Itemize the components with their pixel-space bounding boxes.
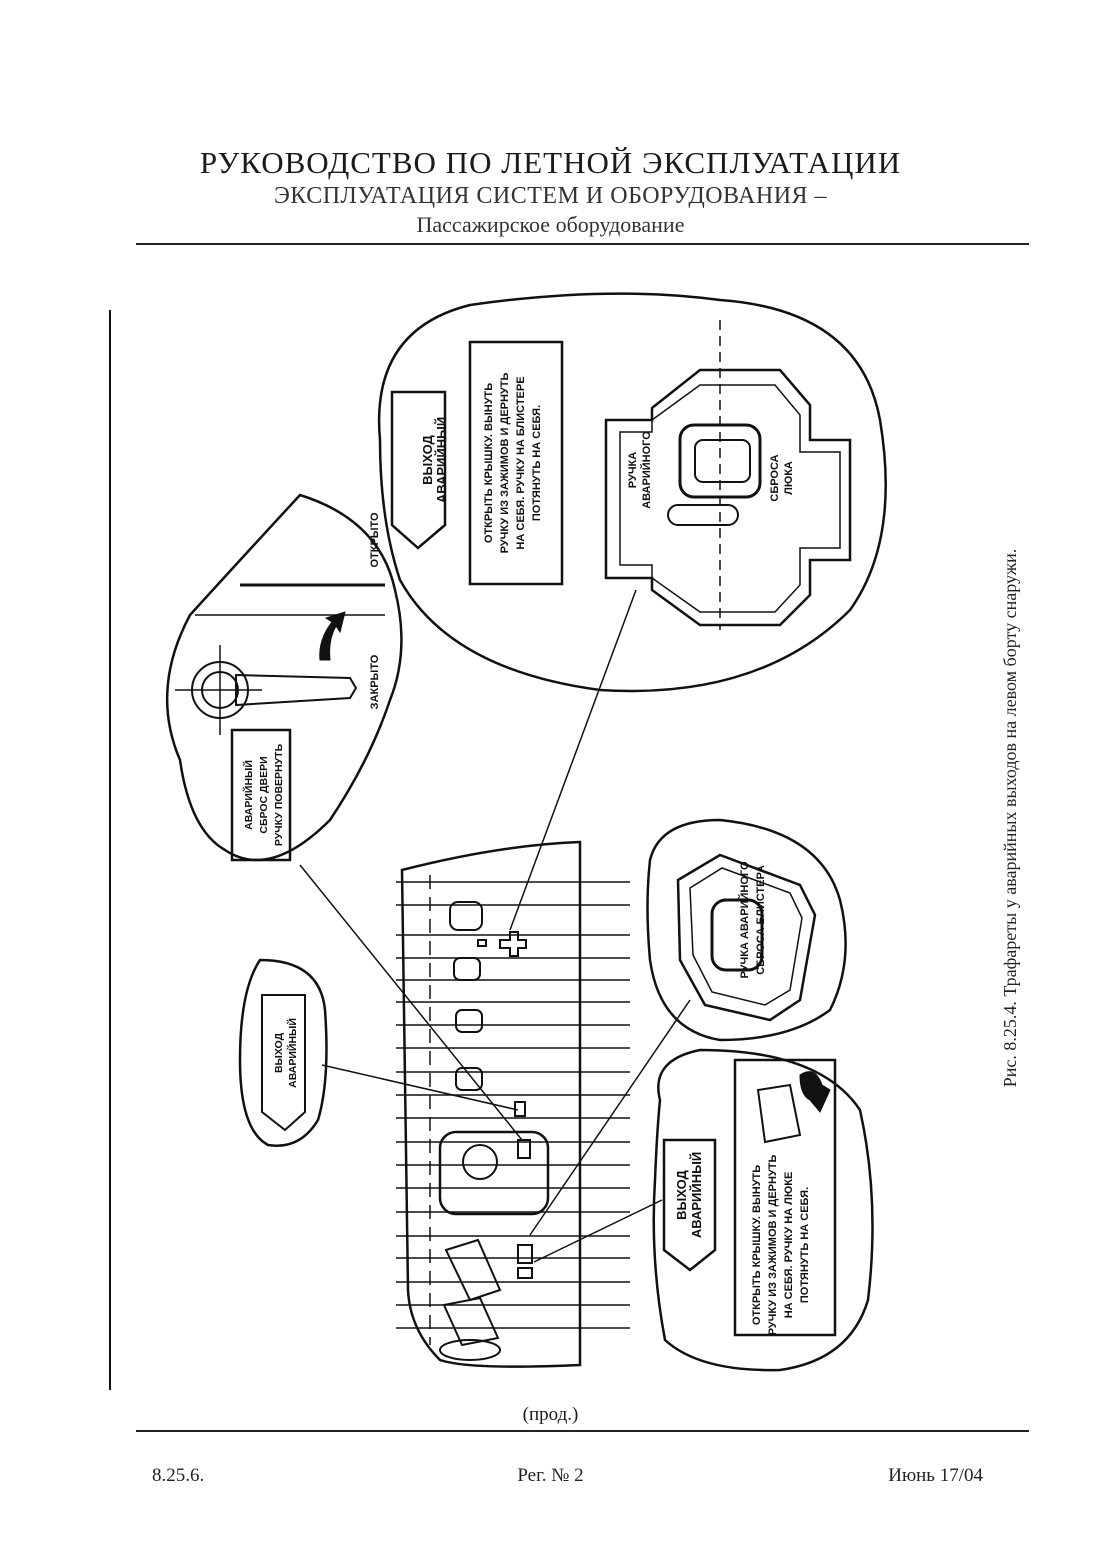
window (455, 1009, 483, 1033)
turn-arrow (319, 611, 346, 661)
door-lever-arm (235, 673, 358, 707)
window (455, 1067, 483, 1091)
window (449, 901, 483, 931)
small-exit-label-1: ВЫХОД (273, 1032, 285, 1073)
exit-label-top-2: АВАРИЙНЫЙ (434, 417, 449, 503)
release-label-1: СБРОСА (769, 454, 781, 501)
blister-handle-inner (689, 867, 803, 1006)
hatch-handle-inner (619, 384, 841, 613)
blister-label-1: РУЧКА АВАРИЙНОГО (738, 861, 751, 979)
cockpit-window (439, 1339, 501, 1361)
footer-revision: Рег. № 2 (517, 1465, 584, 1486)
hatch-handle-bar (667, 504, 739, 526)
exit-label-top-1: ВЫХОД (420, 434, 435, 484)
release-label-2: ЛЮКА (783, 461, 795, 495)
exit-label-bottom-1: ВЫХОД (674, 1169, 689, 1219)
figure-caption: Рис. 8.25.4. Трафареты у аварийных выход… (1000, 549, 1020, 1088)
cockpit-window (442, 1296, 500, 1347)
footer-section-number: 8.25.6. (152, 1465, 205, 1486)
window (453, 957, 481, 981)
marker-door-release (517, 1139, 531, 1159)
hatch-handle-panel (604, 368, 852, 627)
placard-top-outline (377, 292, 887, 693)
door-instruction-line: СБРОС ДВЕРИ (258, 756, 270, 833)
instruction-top-line: ПОТЯНУТЬ НА СЕБЯ. (531, 405, 543, 521)
blister-placard-outline (646, 818, 847, 1042)
emergency-door (438, 1130, 550, 1216)
fuselage-drawing (396, 840, 630, 1368)
blister-handle-grip (710, 898, 764, 972)
door-instruction-box (230, 728, 292, 862)
instruction-bottom-line: РУЧКУ ИЗ ЗАЖИМОВ И ДЕРНУТЬ (767, 1155, 779, 1336)
instruction-bottom-line: ПОТЯНУТЬ НА СЕБЯ. (799, 1187, 811, 1303)
marker-blister (499, 931, 527, 957)
manual-subtitle: ЭКСПЛУАТАЦИЯ СИСТЕМ И ОБОРУДОВАНИЯ – (273, 183, 828, 209)
door-open-label: ОТКРЫТО (369, 512, 381, 568)
instruction-bottom-line: НА СЕБЯ. РУЧКУ НА ЛЮКЕ (783, 1172, 795, 1319)
exit-label-bottom-2: АВАРИЙНЫЙ (689, 1152, 704, 1238)
marker-cockpit (517, 1267, 533, 1279)
blister-label-2: СБРОСА БЛИСТЕРА (755, 865, 767, 975)
marker-hatch (477, 939, 487, 947)
instruction-top-line: РУЧКУ ИЗ ЗАЖИМОВ И ДЕРНУТЬ (499, 373, 511, 554)
fuselage-frames (396, 881, 630, 1329)
pull-hand-icon (799, 1071, 831, 1113)
door-porthole (462, 1144, 498, 1180)
marker-cockpit (517, 1244, 533, 1264)
hatch-cover-drawing (756, 1083, 802, 1144)
small-exit-arrow-sign (261, 994, 306, 1132)
instruction-top-line: ОТКРЫТЬ КРЫШКУ. ВЫНУТЬ (483, 383, 495, 543)
instruction-bottom-line: ОТКРЫТЬ КРЫШКУ. ВЫНУТЬ (751, 1165, 763, 1325)
handle-label-2: АВАРИЙНОГО (640, 431, 653, 509)
hatch-handle-grip-inner (694, 439, 751, 483)
cockpit-window (444, 1238, 502, 1302)
exit-arrow-sign-bottom (662, 1138, 717, 1272)
header-rule (136, 243, 1029, 245)
door-instruction-line: РУЧКУ ПОВЕРНУТЬ (273, 743, 285, 846)
exit-arrow-sign-top (390, 390, 447, 550)
small-exit-placard-outline (238, 958, 328, 1147)
continued-note: (прод.) (522, 1404, 579, 1425)
leader-lines (299, 589, 691, 1263)
blister-handle-panel (676, 853, 817, 1022)
instruction-top-line: НА СЕБЯ. РУЧКУ НА БЛИСТЕРЕ (515, 376, 527, 549)
door-placard-outline (165, 493, 403, 862)
small-exit-label-2: АВАРИЙНЫЙ (286, 1018, 299, 1088)
door-closed-label: ЗАКРЫТО (369, 654, 381, 709)
footer-rule (136, 1430, 1029, 1432)
door-instruction-line: АВАРИЙНЫЙ (242, 760, 255, 830)
manual-title: РУКОВОДСТВО ПО ЛЕТНОЙ ЭКСПЛУАТАЦИИ (199, 145, 902, 180)
section-title: Пассажирское оборудование (416, 212, 685, 237)
instruction-box-top (468, 340, 564, 586)
placard-bottom-outline (652, 1048, 874, 1372)
handle-label-1: РУЧКА (627, 452, 639, 488)
instruction-box-bottom (733, 1058, 837, 1337)
footer-date: Июнь 17/04 (888, 1465, 983, 1486)
